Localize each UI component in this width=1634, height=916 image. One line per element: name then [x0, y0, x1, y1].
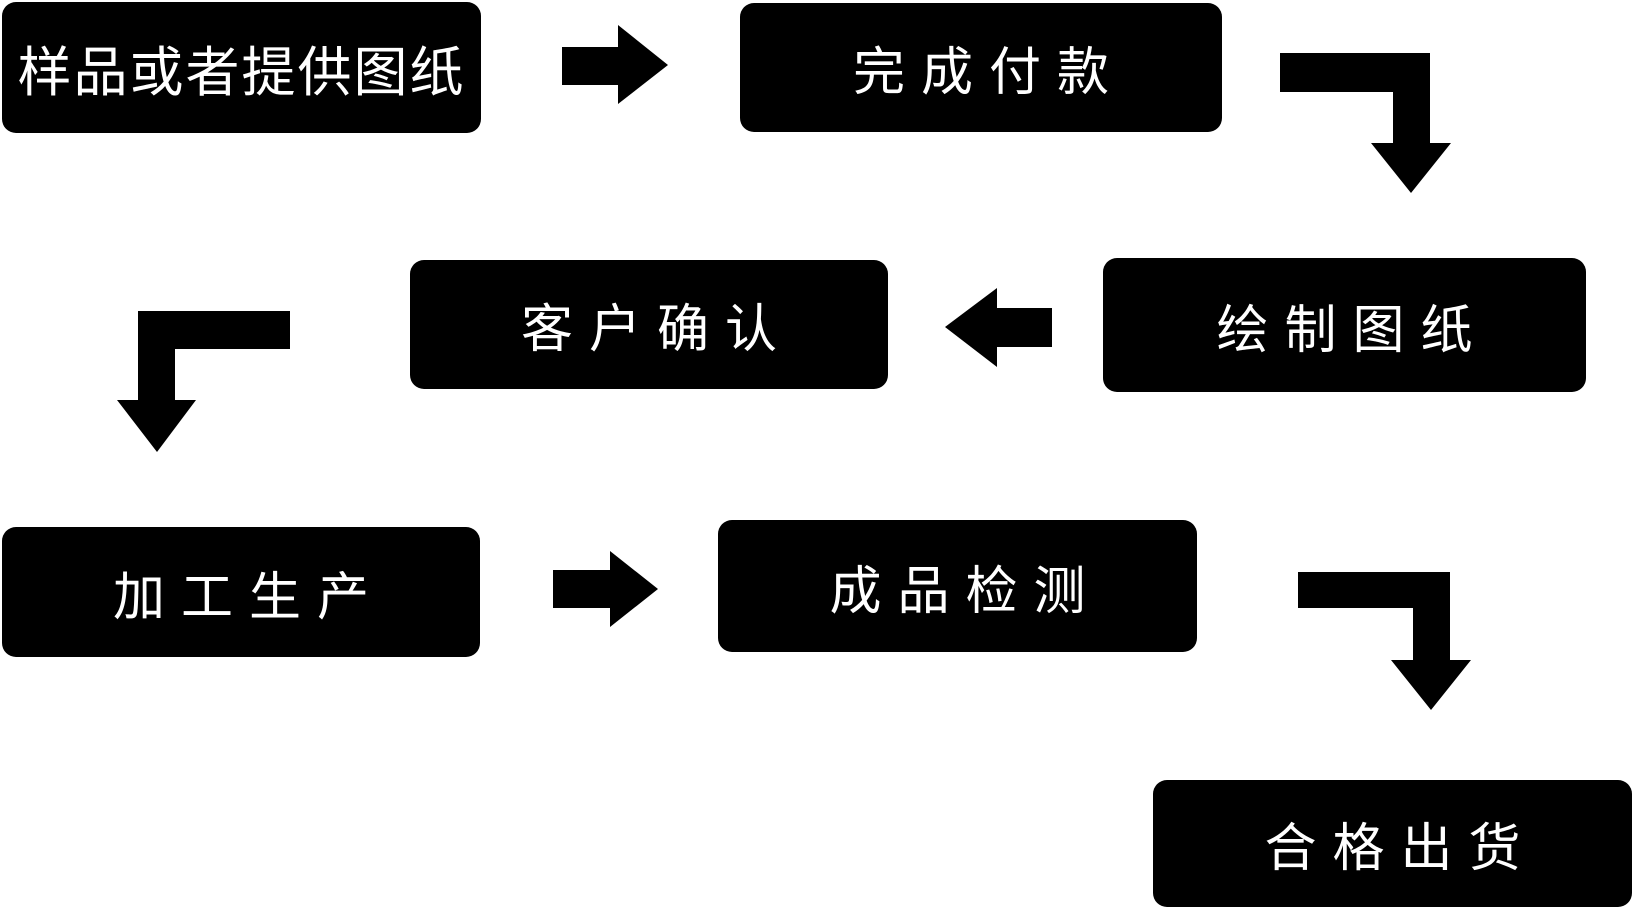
arrow-step1-to-step2-right-icon	[562, 25, 668, 104]
flow-step-qualified-shipment: 合格出货	[1153, 780, 1632, 907]
flow-step-complete-payment: 完成付款	[740, 3, 1222, 132]
flow-step-sample-or-provide-drawings: 样品或者提供图纸	[2, 2, 481, 133]
arrow-step3-to-step4-left-icon	[945, 288, 1052, 367]
arrow-step4-to-step5-elbow-down-icon	[117, 311, 290, 452]
arrow-step2-to-step3-elbow-down-icon	[1280, 53, 1451, 193]
flow-step-draw-drawings: 绘制图纸	[1103, 258, 1586, 392]
arrow-step5-to-step6-right-icon	[553, 551, 658, 627]
flow-step-processing-production: 加工生产	[2, 527, 480, 657]
arrow-step6-to-step7-elbow-down-icon	[1298, 572, 1471, 710]
flow-step-finished-product-inspection: 成品检测	[718, 520, 1197, 652]
flow-step-customer-confirmation: 客户确认	[410, 260, 888, 389]
